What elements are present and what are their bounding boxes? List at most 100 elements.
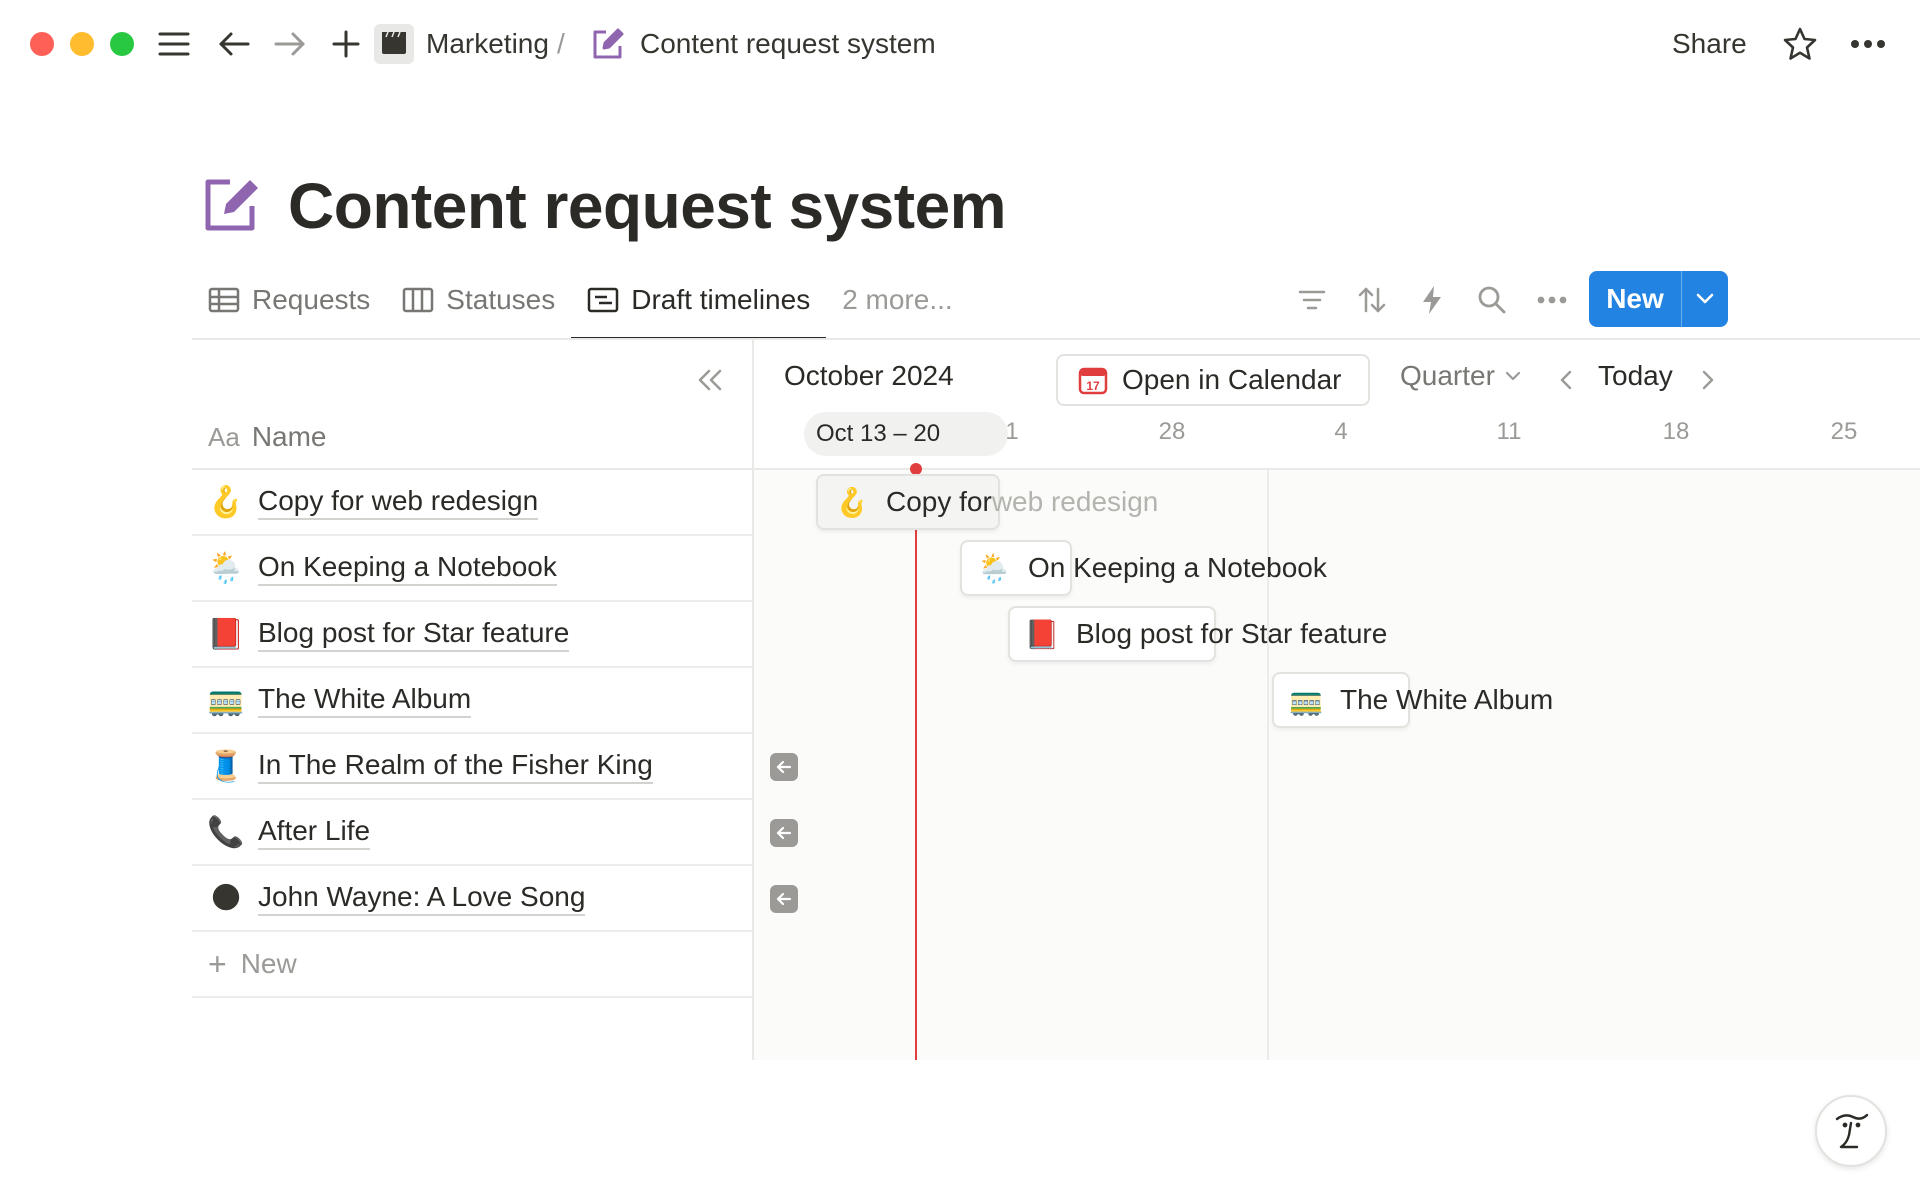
timeline-bar-content: 🪝 Copy for web redesign	[834, 474, 1159, 530]
filter-icon[interactable]	[1292, 280, 1332, 320]
timeline-bar[interactable]	[960, 540, 1072, 596]
name-column-label: Name	[251, 421, 327, 452]
calendar-day-number: 17	[1086, 379, 1100, 393]
page-title: Content request system	[288, 170, 1007, 242]
timeline-icon	[588, 287, 619, 313]
today-button[interactable]: Today	[1598, 360, 1673, 391]
range-label: Quarter	[1400, 360, 1495, 391]
clapperboard-icon	[374, 22, 414, 66]
new-template-chevron-down-icon[interactable]	[1682, 271, 1728, 327]
timeline-month-label: October 2024	[784, 360, 954, 391]
next-period-chevron-icon[interactable]	[1694, 362, 1722, 398]
view-more-options-icon[interactable]	[1532, 280, 1572, 320]
view-toolbar	[1292, 272, 1592, 328]
timeline-bar[interactable]	[816, 474, 1000, 530]
timeline-canvas[interactable]	[754, 470, 1920, 1060]
row-title[interactable]: Copy for web redesign	[258, 484, 539, 520]
table-row[interactable]: 🪝 Copy for web redesign	[192, 470, 752, 536]
scroll-to-item-arrow-icon[interactable]	[770, 819, 798, 847]
row-title[interactable]: The White Album	[258, 682, 472, 718]
row-title[interactable]: After Life	[258, 814, 371, 850]
previous-period-chevron-icon[interactable]	[1552, 362, 1580, 398]
collapse-table-icon[interactable]	[692, 362, 728, 398]
title-bar: Marketing / Content request system Share	[0, 0, 1920, 88]
table-row[interactable]: 🌦️ On Keeping a Notebook	[192, 536, 752, 602]
current-week-pill: Oct 13 – 20	[804, 412, 1008, 456]
more-options-icon[interactable]	[1848, 22, 1888, 66]
timeline-bar[interactable]	[1008, 606, 1216, 662]
edit-page-icon	[588, 22, 628, 66]
row-title[interactable]: Blog post for Star feature	[258, 616, 570, 652]
text-property-icon: Aa	[208, 421, 240, 452]
favorite-star-icon[interactable]	[1780, 22, 1820, 66]
automation-lightning-icon[interactable]	[1412, 280, 1452, 320]
add-new-row-button[interactable]: + New	[192, 932, 752, 998]
date-tick: 25	[1830, 418, 1858, 445]
name-column-header[interactable]: Aa Name	[192, 404, 752, 470]
page-header: Content request system	[204, 170, 1007, 242]
tabs-divider	[192, 338, 1920, 340]
breadcrumb-current[interactable]: Content request system	[640, 28, 936, 59]
table-rows: 🪝 Copy for web redesign 🌦️ On Keeping a …	[192, 470, 752, 998]
tab-more-views[interactable]: 2 more...	[842, 284, 953, 315]
today-marker-dot	[910, 463, 922, 475]
page-edit-icon	[204, 176, 262, 237]
breadcrumb-separator: /	[556, 28, 565, 59]
forward-arrow-icon[interactable]	[270, 22, 310, 66]
breadcrumb-parent[interactable]: Marketing /	[426, 24, 565, 64]
timeline-bar-label: Copy for	[886, 486, 992, 517]
new-entry-button-group: New	[1589, 271, 1728, 327]
table-row[interactable]: 🌑 John Wayne: A Love Song	[192, 866, 752, 932]
date-tick: 11	[1496, 418, 1522, 445]
table-row[interactable]: 🚃 The White Album	[192, 668, 752, 734]
view-tabs: Requests Statuses Draft timelines 2 more…	[192, 272, 969, 340]
scroll-to-item-arrow-icon[interactable]	[770, 753, 798, 781]
table-row[interactable]: 🧵 In The Realm of the Fisher King	[192, 734, 752, 800]
tab-statuses[interactable]: Statuses	[386, 272, 571, 340]
row-title[interactable]: In The Realm of the Fisher King	[258, 748, 653, 784]
timeline-bar[interactable]	[1272, 672, 1410, 728]
timeline-bar-label: Blog post for Star feature	[1076, 618, 1388, 649]
minimize-window-button[interactable]	[70, 32, 94, 56]
tab-draft-timelines[interactable]: Draft timelines	[571, 272, 827, 340]
timeline-bar-label: The White Album	[1340, 684, 1554, 715]
new-page-plus-icon[interactable]	[326, 22, 366, 66]
back-arrow-icon[interactable]	[214, 22, 254, 66]
table-timeline-divider	[752, 340, 754, 1060]
new-entry-button[interactable]: New	[1606, 283, 1664, 314]
notion-ai-face-icon[interactable]	[1815, 1095, 1887, 1167]
plus-icon: +	[208, 945, 227, 982]
timeline-range-selector[interactable]: Quarter	[1400, 360, 1521, 392]
sort-icon[interactable]	[1352, 280, 1392, 320]
table-row[interactable]: 📞 After Life	[192, 800, 752, 866]
timeline-bar-label-overflow: web redesign	[991, 486, 1159, 517]
thread-spool-icon: 🧵	[207, 749, 245, 783]
search-icon[interactable]	[1472, 280, 1512, 320]
tram-car-icon: 🚃	[1288, 684, 1324, 716]
sidebar-menu-icon[interactable]	[154, 22, 194, 66]
board-icon	[403, 287, 434, 313]
tab-requests[interactable]: Requests	[192, 272, 386, 340]
new-moon-icon: 🌑	[210, 881, 242, 915]
open-in-calendar-button[interactable]: 17 Open in Calendar	[1056, 354, 1370, 406]
tram-car-icon: 🚃	[207, 683, 245, 717]
sun-rain-cloud-icon: 🌦️	[207, 551, 245, 585]
date-tick: 28	[1158, 418, 1186, 445]
date-tick: 1	[1005, 418, 1019, 445]
hook-icon: 🪝	[207, 485, 245, 519]
share-button[interactable]: Share	[1672, 28, 1747, 59]
tab-draft-timelines-label: Draft timelines	[631, 284, 811, 315]
maximize-window-button[interactable]	[110, 32, 134, 56]
header-divider	[192, 468, 1920, 470]
table-row[interactable]: 📕 Blog post for Star feature	[192, 602, 752, 668]
red-book-icon: 📕	[1024, 618, 1060, 650]
tab-requests-label: Requests	[252, 284, 371, 315]
row-title[interactable]: On Keeping a Notebook	[258, 550, 557, 586]
date-tick: 4	[1334, 418, 1348, 445]
row-title[interactable]: John Wayne: A Love Song	[258, 880, 586, 916]
open-in-calendar-label: Open in Calendar	[1122, 364, 1342, 395]
today-marker-line	[915, 470, 917, 1060]
scroll-to-item-arrow-icon[interactable]	[770, 885, 798, 913]
week-grid-line	[1267, 470, 1269, 1060]
close-window-button[interactable]	[30, 32, 54, 56]
